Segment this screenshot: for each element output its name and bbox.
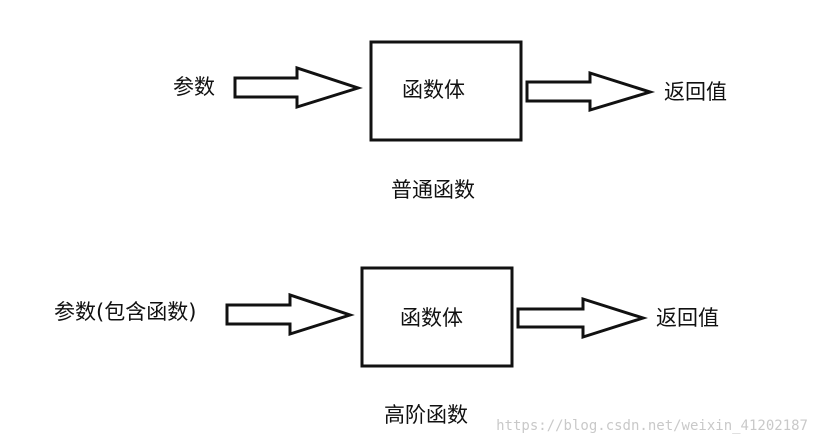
output-arrow	[516, 296, 648, 340]
function-body-label: 函数体	[402, 78, 465, 102]
input-label: 参数(包含函数)	[54, 300, 197, 324]
return-value-label: 返回值	[656, 306, 719, 330]
input-arrow	[225, 292, 355, 337]
diagram-caption: 高阶函数	[384, 403, 468, 427]
input-label: 参数	[173, 75, 215, 99]
diagram-caption: 普通函数	[391, 178, 475, 202]
output-arrow	[525, 70, 656, 113]
function-body-box	[369, 40, 523, 142]
function-body-box	[360, 266, 514, 368]
function-body-label: 函数体	[400, 306, 463, 330]
higher-order-function-diagram	[225, 266, 648, 368]
normal-function-diagram	[233, 40, 656, 142]
input-arrow	[233, 65, 363, 110]
watermark-url: https://blog.csdn.net/weixin_41202187	[496, 418, 808, 434]
return-value-label: 返回值	[664, 80, 727, 104]
